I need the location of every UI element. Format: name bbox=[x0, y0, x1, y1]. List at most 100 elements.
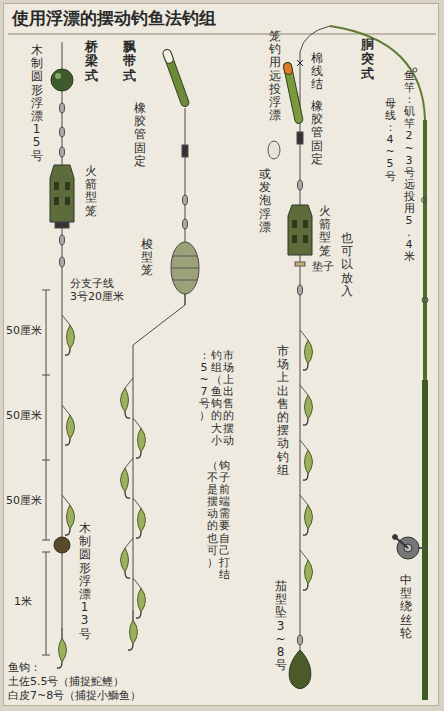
glyph: 形 bbox=[30, 84, 43, 97]
glyph: 号 bbox=[78, 628, 91, 641]
glyph: 钩 bbox=[210, 398, 222, 410]
glyph: 号 bbox=[198, 398, 210, 410]
label-text: 市场上出售的摆动钓组 bbox=[276, 345, 289, 477]
label-text: 垫子 bbox=[312, 261, 334, 274]
label-text: 鱼钩： bbox=[8, 662, 41, 675]
glyph: 市 bbox=[276, 345, 289, 358]
label-text: 飘带式 bbox=[122, 40, 136, 83]
glyph: 箭 bbox=[84, 178, 97, 191]
glyph: 中 bbox=[399, 574, 412, 587]
hook-shape bbox=[305, 340, 313, 364]
glyph: 梭 bbox=[140, 238, 153, 251]
glyph: ） bbox=[206, 557, 218, 569]
label-text: 笼钓用远投浮漂 bbox=[268, 30, 281, 122]
glyph: 圆 bbox=[30, 70, 43, 83]
streamer-rig bbox=[133, 48, 199, 635]
glyph: 号 bbox=[403, 167, 415, 179]
glyph: 的 bbox=[276, 411, 289, 424]
glyph: . bbox=[403, 227, 415, 239]
hook-shape bbox=[300, 550, 308, 560]
hook-shape bbox=[305, 450, 313, 474]
title-rule bbox=[8, 34, 436, 35]
glyph: 钓 bbox=[276, 451, 289, 464]
glyph: 用 bbox=[268, 56, 281, 69]
glyph: 箭 bbox=[318, 218, 331, 231]
hook-shape bbox=[65, 349, 70, 355]
glyph: 己 bbox=[218, 545, 230, 557]
glyph: 制 bbox=[78, 535, 91, 548]
glyph: 3 bbox=[78, 614, 91, 627]
trunk-rig bbox=[268, 26, 428, 700]
hook-shape bbox=[62, 495, 70, 505]
label-text: 胴突式 bbox=[360, 38, 374, 81]
glyph: 笼 bbox=[318, 245, 331, 258]
glyph: 笼 bbox=[140, 264, 153, 277]
glyph: 7 bbox=[198, 386, 210, 398]
title-text: 使用浮漂的摆动钓鱼法钓组 bbox=[12, 9, 216, 29]
glyph: 漂 bbox=[268, 109, 281, 122]
hook-shape bbox=[138, 428, 146, 452]
hook-shape bbox=[65, 439, 70, 445]
glyph: 动 bbox=[206, 508, 218, 520]
label-text: 市场上出售的摆动钓组（鱼钩的大小：5~7号） bbox=[198, 350, 234, 447]
glyph: （ bbox=[210, 374, 222, 386]
glyph: 浮 bbox=[78, 575, 91, 588]
glyph: 售 bbox=[276, 398, 289, 411]
label-text: 火箭型笼 bbox=[318, 205, 331, 258]
label-text: 50厘米 bbox=[6, 410, 42, 423]
glyph: 结 bbox=[218, 569, 230, 581]
glyph: 定 bbox=[310, 153, 323, 166]
hook-shape bbox=[128, 644, 133, 650]
glyph: 漂 bbox=[30, 110, 43, 123]
glyph: 丝 bbox=[399, 614, 412, 627]
hook-shape bbox=[125, 492, 130, 498]
glyph: 定 bbox=[133, 155, 146, 168]
glyph: 胴 bbox=[360, 38, 374, 52]
glyph: 摆 bbox=[206, 496, 218, 508]
glyph: 组 bbox=[210, 362, 222, 374]
glyph: 母 bbox=[384, 98, 396, 110]
glyph: 橡 bbox=[133, 102, 146, 115]
glyph: 也 bbox=[206, 533, 218, 545]
glyph: 绕 bbox=[399, 600, 412, 613]
glyph: 木 bbox=[78, 522, 91, 535]
hook-shape bbox=[300, 495, 308, 505]
glyph: 管 bbox=[133, 128, 146, 141]
glyph: 形 bbox=[78, 562, 91, 575]
label-text: 橡胶管固定 bbox=[310, 100, 323, 166]
glyph: 上 bbox=[222, 374, 234, 386]
label-text: 中型绕丝轮 bbox=[399, 574, 412, 640]
hook-shape bbox=[300, 440, 308, 450]
hook-shape bbox=[125, 538, 133, 548]
glyph: 带 bbox=[122, 54, 136, 68]
hook-shape bbox=[303, 474, 308, 480]
hook-shape bbox=[138, 508, 146, 532]
label-text: 橡胶管固定 bbox=[133, 102, 146, 168]
glyph: 小 bbox=[210, 435, 222, 447]
glyph: 的 bbox=[206, 520, 218, 532]
glyph: 5 bbox=[30, 136, 43, 149]
glyph: 8 bbox=[274, 646, 287, 659]
glyph: 钓 bbox=[268, 43, 281, 56]
glyph: 号 bbox=[384, 171, 396, 183]
glyph: 轮 bbox=[399, 627, 412, 640]
glyph: 梁 bbox=[84, 54, 98, 68]
glyph: 火 bbox=[84, 165, 97, 178]
glyph: 圆 bbox=[78, 548, 91, 561]
glyph: 1 bbox=[78, 601, 91, 614]
label-text: 桥梁式 bbox=[84, 40, 98, 83]
glyph: 自 bbox=[218, 533, 230, 545]
label-text: 50厘米 bbox=[6, 495, 42, 508]
glyph: 或 bbox=[258, 168, 271, 181]
glyph: 4 bbox=[384, 134, 396, 146]
glyph: 矶 bbox=[403, 106, 415, 118]
glyph: 钓 bbox=[210, 350, 222, 362]
hook-shape bbox=[125, 412, 130, 418]
glyph: 胶 bbox=[310, 113, 323, 126]
glyph: 打 bbox=[218, 557, 230, 569]
glyph: ： bbox=[384, 122, 396, 134]
glyph: 型 bbox=[318, 231, 331, 244]
glyph: 米 bbox=[403, 251, 415, 263]
glyph: 制 bbox=[30, 57, 43, 70]
